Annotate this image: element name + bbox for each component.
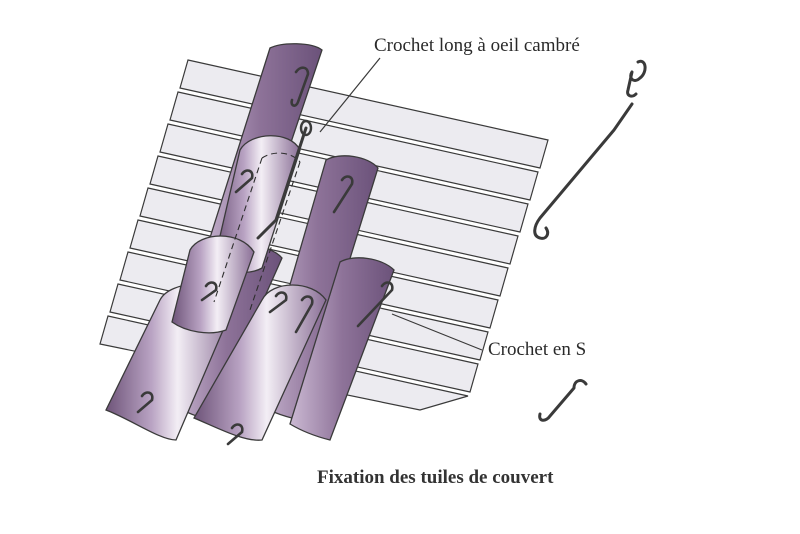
label-s-hook: Crochet en S bbox=[488, 339, 587, 360]
hidden-edges bbox=[213, 152, 301, 311]
long-hook-icon bbox=[533, 59, 647, 240]
figure-caption: Fixation des tuiles de couvert bbox=[317, 467, 554, 488]
tile-hooks bbox=[136, 66, 394, 446]
leader-lines bbox=[319, 57, 483, 351]
s-hook-icon bbox=[538, 379, 588, 422]
label-long-hook: Crochet long à oeil cambré bbox=[374, 35, 580, 56]
